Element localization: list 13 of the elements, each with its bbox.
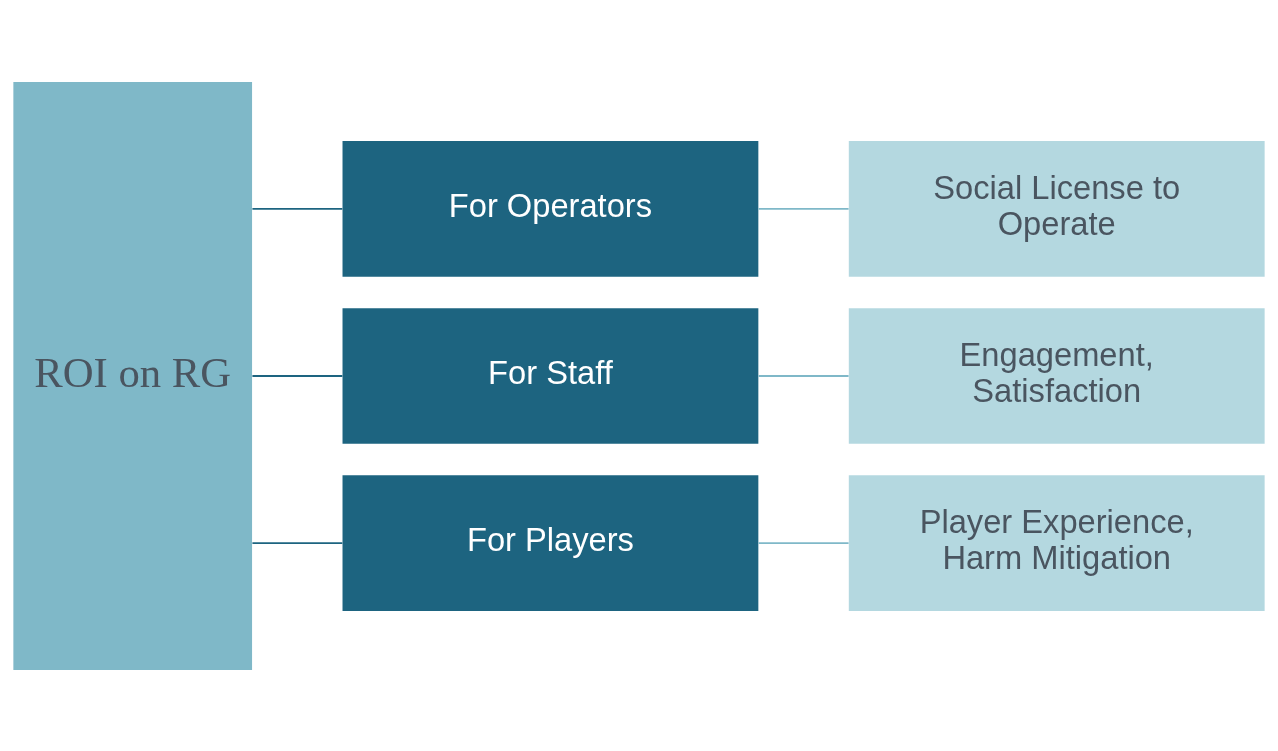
connector [251,207,344,210]
connector [251,374,344,377]
node-box: Engagement, Satisfaction [848,307,1265,444]
connector [757,541,850,544]
connector [757,374,850,377]
connector [757,207,850,210]
node-box: For Players [342,474,759,611]
node-box: ROI on RG [13,81,253,670]
node-box: Player Experience, Harm Mitigation [848,474,1265,611]
node-box: For Staff [342,307,759,444]
node-box: Social License to Operate [848,140,1265,277]
node-box: For Operators [342,140,759,277]
connector [251,541,344,544]
